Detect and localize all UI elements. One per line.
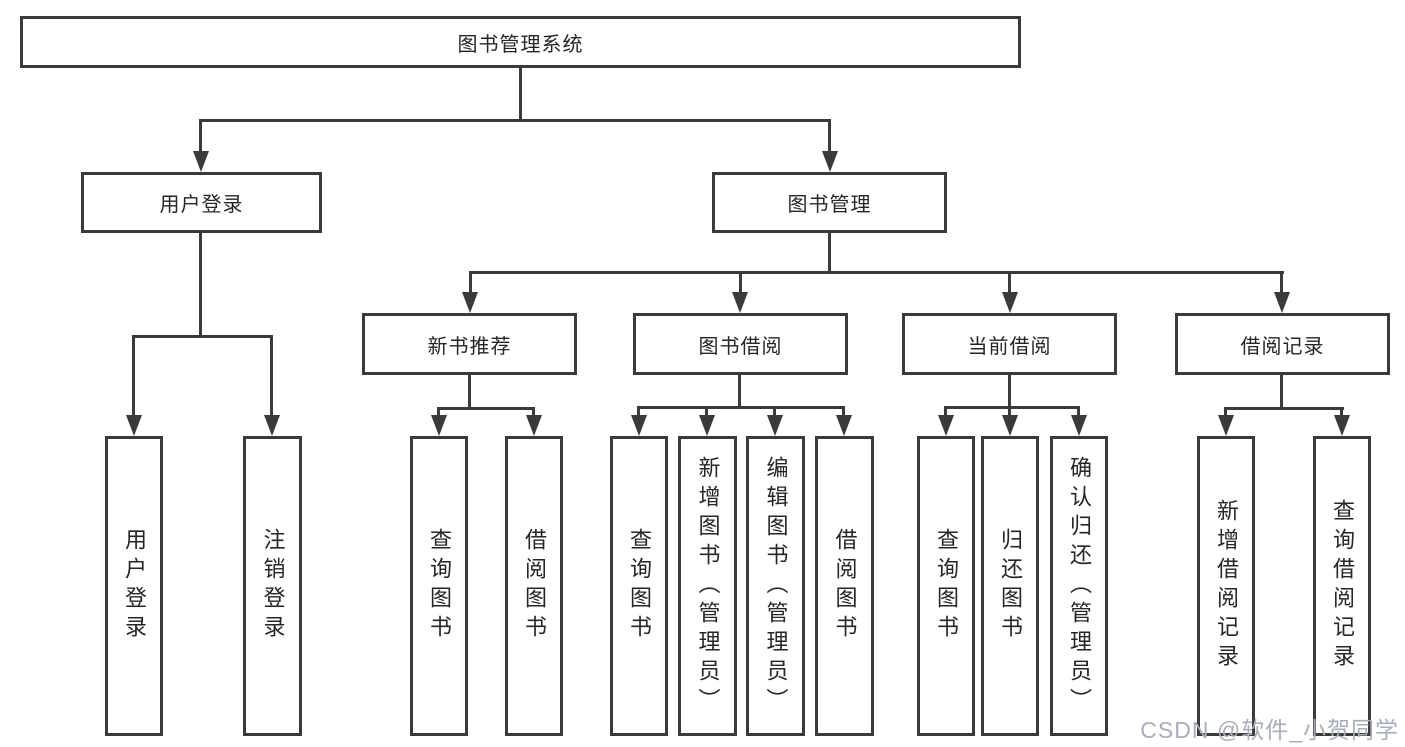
connector-leaf <box>944 406 947 417</box>
connector-leaf <box>1340 407 1343 417</box>
connector-to-book-mgmt <box>828 119 831 155</box>
leaf-return-books: 归还图书 <box>981 436 1039 736</box>
arrow-down-icon <box>836 415 852 436</box>
connector-leaf <box>532 407 535 417</box>
connector-book-mgmt-bar <box>469 271 1284 274</box>
node-user-login-branch: 用户登录 <box>81 172 322 233</box>
leaf-add-books-admin: 新增图书（管理员） <box>678 436 737 736</box>
connector-to-user-login <box>199 119 202 155</box>
node-book-borrowing: 图书借阅 <box>633 313 848 375</box>
connector-current-borrow-stem <box>1008 375 1011 407</box>
arrow-down-icon <box>264 415 280 436</box>
connector-borrow-record-bar <box>1224 407 1344 410</box>
leaf-query-books-recommend: 查询图书 <box>410 436 468 736</box>
leaf-query-borrow-record: 查询借阅记录 <box>1313 436 1371 736</box>
node-borrowing-records: 借阅记录 <box>1175 313 1390 375</box>
connector-user-login-stem <box>199 233 202 335</box>
connector-root-bar <box>199 119 831 122</box>
leaf-query-books-borrowing: 查询图书 <box>610 436 668 736</box>
arrow-down-icon <box>462 292 478 313</box>
connector-leaf <box>842 406 845 417</box>
leaf-borrow-books-recommend: 借阅图书 <box>505 436 563 736</box>
arrow-down-icon <box>1274 292 1290 313</box>
connector-book-borrow-stem <box>738 375 741 407</box>
connector-leaf <box>773 406 776 417</box>
arrow-down-icon <box>631 415 647 436</box>
connector-leaf <box>1008 406 1011 417</box>
arrow-down-icon <box>193 151 209 172</box>
connector-leaf <box>705 406 708 417</box>
arrow-down-icon <box>699 415 715 436</box>
arrow-down-icon <box>732 292 748 313</box>
arrow-down-icon <box>526 415 542 436</box>
arrow-down-icon <box>431 415 447 436</box>
connector-to-login <box>132 335 135 417</box>
arrow-down-icon <box>1002 415 1018 436</box>
connector-book-mgmt-stem <box>828 233 831 271</box>
arrow-down-icon <box>1002 292 1018 313</box>
watermark: CSDN @软件_小贺同学 <box>1140 717 1399 743</box>
leaf-confirm-return-admin: 确认归还（管理员） <box>1050 436 1108 736</box>
node-library-management-system: 图书管理系统 <box>20 16 1021 68</box>
node-new-book-recommend: 新书推荐 <box>362 313 577 375</box>
connector-root-stem <box>519 68 522 119</box>
leaf-add-borrow-record: 新增借阅记录 <box>1197 436 1255 736</box>
connector-borrow-record-stem <box>1280 375 1283 407</box>
leaf-logout: 注销登录 <box>243 436 302 736</box>
arrow-down-icon <box>767 415 783 436</box>
connector-to-book-borrow <box>739 271 742 295</box>
connector-leaf <box>437 407 440 417</box>
arrow-down-icon <box>1071 415 1087 436</box>
leaf-edit-books-admin: 编辑图书（管理员） <box>746 436 805 736</box>
connector-current-borrow-bar <box>944 406 1080 409</box>
arrow-down-icon <box>938 415 954 436</box>
connector-new-book-stem <box>468 375 471 408</box>
arrow-down-icon <box>1218 415 1234 436</box>
connector-new-book-bar <box>437 407 535 410</box>
node-book-management-branch: 图书管理 <box>712 172 947 233</box>
connector-user-login-bar <box>132 335 273 338</box>
connector-leaf <box>637 406 640 417</box>
connector-to-current-borrow <box>1008 271 1011 295</box>
connector-leaf <box>1224 407 1227 417</box>
leaf-query-books-current: 查询图书 <box>917 436 975 736</box>
leaf-user-login: 用户登录 <box>105 436 163 736</box>
connector-to-borrow-record <box>1280 271 1283 295</box>
arrow-down-icon <box>822 151 838 172</box>
arrow-down-icon <box>1334 415 1350 436</box>
leaf-borrow-books-borrowing: 借阅图书 <box>815 436 874 736</box>
connector-book-borrow-bar <box>637 406 845 409</box>
node-current-borrowing: 当前借阅 <box>902 313 1117 375</box>
connector-to-new-book <box>469 271 472 295</box>
connector-leaf <box>1077 406 1080 417</box>
connector-to-logout <box>270 335 273 417</box>
arrow-down-icon <box>126 415 142 436</box>
